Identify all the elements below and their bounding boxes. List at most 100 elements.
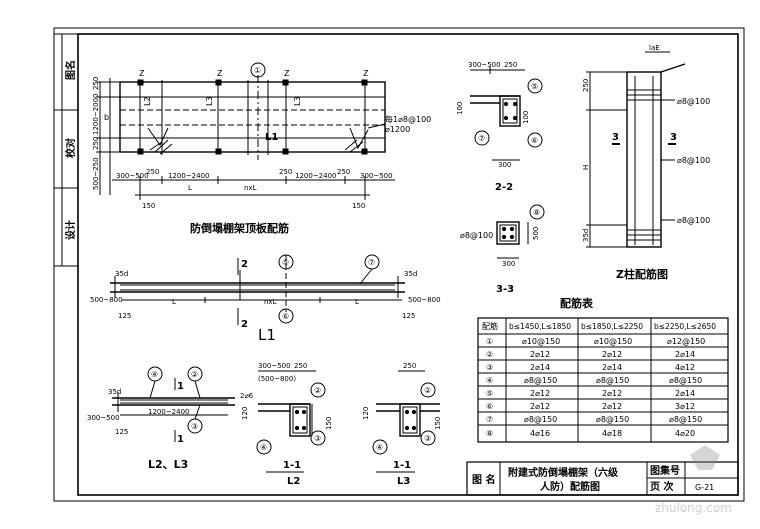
table-cell: 3⌀12	[675, 402, 695, 411]
inner-frame	[77, 33, 739, 496]
zcol-top-dim: laE	[649, 44, 660, 52]
s11l2-circle-3: ③	[314, 434, 321, 443]
s11l2-dim-1: 300~500	[258, 362, 291, 370]
side-label-3: 设计	[64, 220, 77, 240]
s11l3-name: L3	[397, 476, 410, 487]
bottom-dim2-1: 150	[142, 202, 155, 210]
table-cell: 4⌀12	[675, 363, 695, 372]
title-block-page-label: 页 次	[650, 480, 673, 493]
s11l3-dim-1: 250	[403, 362, 416, 370]
left-dim-4: 500~250	[92, 157, 100, 190]
l2l3-beam-drawing	[112, 366, 235, 442]
s22-dim-1: 300~500	[468, 61, 501, 69]
l2l3-anchor: 300~500	[87, 414, 120, 422]
rebar-note-2: ⌀1200	[385, 125, 410, 134]
s22-dim-2: 250	[504, 61, 517, 69]
l1-right-anchor: 500~800	[408, 296, 441, 304]
zcol-section-mark-left: 3	[612, 132, 619, 143]
title-block-title-line2: 人防）配筋图	[540, 480, 600, 493]
table-header-2: b≤1850,L≤2250	[581, 322, 643, 331]
table-cell: ⌀10@150	[522, 337, 560, 346]
s22-circle-5: ⑤	[531, 82, 538, 91]
zcol-rebar-1: ⌀8@100	[677, 97, 710, 106]
s11l2-name: L2	[287, 476, 300, 487]
col-mark-2: Z	[217, 69, 223, 78]
roof-slab-drawing	[96, 62, 395, 200]
table-cell: 4⌀18	[602, 429, 622, 438]
l1-mid-nxl: nxL	[264, 298, 277, 306]
l1-cut-mark-bottom: 2	[241, 319, 248, 330]
l2l3-circle-2: ②	[191, 370, 198, 379]
left-dim-2: 1200~2000	[92, 94, 100, 136]
zcol-dim-1: 250	[582, 79, 590, 92]
l2l3-circle-4: ④	[151, 370, 158, 379]
bottom-dim-4: L	[188, 184, 192, 192]
table-cell: ⌀8@150	[596, 415, 629, 424]
l1-circle-7: ⑦	[368, 258, 375, 267]
outer-frame	[53, 27, 745, 502]
table-row: ⑤ 2⌀12 2⌀12 2⌀14	[486, 389, 695, 398]
section-3-3	[496, 204, 545, 259]
bottom-dim-8: 250	[337, 168, 350, 176]
s11l3-circle-3: ③	[424, 434, 431, 443]
table-cell: ⑦	[486, 415, 493, 424]
table-cell: 2⌀12	[602, 350, 622, 359]
rebar-table: 配筋 b≤1450,L≤1850 b≤1850,L≤2250 b≤2250,L≤…	[477, 317, 729, 443]
table-cell: 4⌀16	[530, 429, 550, 438]
table-cell: ⌀8@150	[524, 376, 557, 385]
table-row: ⑥ 2⌀12 2⌀12 3⌀12	[486, 402, 695, 411]
table-cell: 2⌀14	[602, 363, 622, 372]
l1-left-125: 125	[118, 312, 131, 320]
l2l3-cut-bottom: 1	[177, 434, 184, 445]
watermark-logo: zhulong.com	[655, 445, 732, 515]
s33-circle-8: ⑧	[533, 208, 540, 217]
z-column-drawing	[586, 51, 686, 248]
beam-l1-label: L1	[265, 132, 278, 143]
s22-circle-7: ⑦	[478, 134, 485, 143]
s22-label: 2-2	[495, 182, 513, 193]
l1-name: L1	[258, 326, 276, 344]
circle-1-label: ①	[254, 66, 261, 75]
s33-dim-1: 300	[502, 260, 515, 268]
roof-slab-title: 防倒塌棚架顶板配筋	[190, 221, 289, 235]
s22-dim-4: 100	[522, 111, 530, 124]
zcol-title: Z柱配筋图	[616, 267, 668, 281]
s22-dim-5: 300	[498, 161, 511, 169]
title-block-title-line1: 附建式防倒塌棚架（六级	[508, 466, 619, 479]
l1-beam-drawing	[110, 254, 405, 325]
table-cell: ⌀8@150	[669, 376, 702, 385]
s11l3-dim-3: 150	[434, 417, 442, 430]
s22-dim-3: 100	[456, 102, 464, 115]
l2l3-circle-3: ③	[191, 422, 198, 431]
table-cell: ①	[486, 337, 493, 346]
title-block-set-label: 图集号	[650, 464, 680, 477]
l2l3-125: 125	[115, 428, 128, 436]
bottom-dim-2: 250	[146, 168, 159, 176]
table-row: ⑧ 4⌀16 4⌀18 4⌀20	[486, 429, 695, 438]
title-block-page-value: G-21	[695, 483, 714, 492]
table-cell: ⌀8@150	[596, 376, 629, 385]
zcol-dim-3: 35d	[582, 229, 590, 242]
zcol-section-mark-right: 3	[670, 132, 677, 143]
table-cell: ②	[486, 350, 493, 359]
table-cell: 2⌀12	[530, 389, 550, 398]
s11l2-circle-2: ②	[314, 386, 321, 395]
bottom-dim-7: 1200~2400	[295, 172, 337, 180]
table-cell: 2⌀14	[675, 350, 695, 359]
bottom-dim-9: 300~500	[360, 172, 393, 180]
table-cell: ⌀10@150	[594, 337, 632, 346]
l1-circle-5: ⑤	[282, 258, 289, 267]
l2l3-name: L2、L3	[148, 458, 188, 471]
bottom-dim2-2: 150	[352, 202, 365, 210]
beam-l3-label-a: L3	[205, 96, 214, 106]
l1-circle-6: ⑥	[282, 312, 289, 321]
s33-rebar: ⌀8@100	[460, 231, 493, 240]
l2l3-span: 1200~2400	[148, 408, 190, 416]
col-mark-3: Z	[284, 69, 290, 78]
s11l2-label: 1-1	[283, 460, 301, 471]
bottom-dim-1: 300~500	[116, 172, 149, 180]
s11l2-dim-4: 2⌀6	[240, 392, 254, 400]
watermark-text: zhulong.com	[655, 501, 732, 515]
section-1-1-l3	[372, 370, 440, 473]
